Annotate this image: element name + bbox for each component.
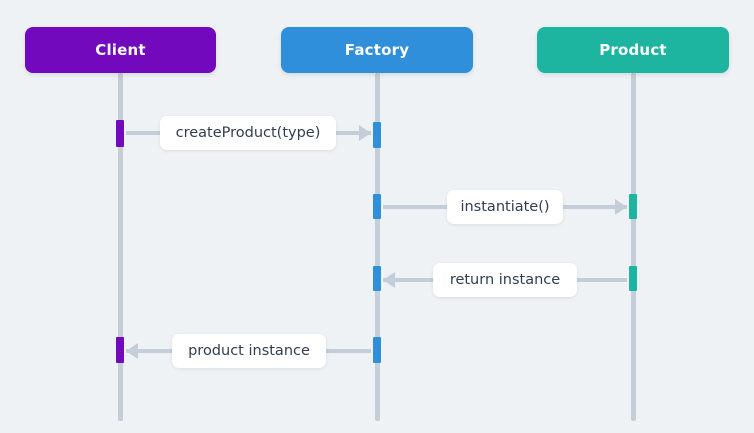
message-label-text-m1: createProduct(type)	[175, 125, 321, 141]
participant-label-product: Product	[599, 41, 667, 59]
activation-bar-a3	[373, 194, 381, 219]
participant-box-client[interactable]: Client	[25, 27, 216, 73]
message-label-m4[interactable]: product instance	[172, 334, 326, 368]
message-label-text-m4: product instance	[188, 343, 310, 359]
activation-bar-a7	[373, 337, 381, 363]
lifeline-client	[118, 73, 123, 421]
message-label-text-m2: instantiate()	[460, 199, 550, 215]
activation-bar-a2	[373, 122, 381, 148]
arrowhead-right-icon	[615, 199, 627, 215]
arrowhead-left-icon	[126, 343, 138, 359]
arrowhead-right-icon	[359, 125, 371, 141]
message-label-text-m3: return instance	[449, 272, 561, 288]
activation-bar-a8	[116, 337, 124, 363]
participant-label-factory: Factory	[344, 41, 410, 59]
message-label-m3[interactable]: return instance	[433, 263, 577, 297]
activation-bar-a4	[629, 194, 637, 219]
message-label-m1[interactable]: createProduct(type)	[160, 116, 336, 150]
lifeline-factory	[375, 73, 380, 421]
activation-bar-a6	[629, 266, 637, 291]
activation-bar-a5	[373, 266, 381, 291]
participant-box-product[interactable]: Product	[537, 27, 729, 73]
lifeline-product	[631, 73, 636, 421]
participant-label-client: Client	[95, 41, 146, 59]
arrowhead-left-icon	[383, 272, 395, 288]
participant-box-factory[interactable]: Factory	[281, 27, 473, 73]
activation-bar-a1	[116, 120, 124, 147]
message-label-m2[interactable]: instantiate()	[447, 190, 563, 224]
